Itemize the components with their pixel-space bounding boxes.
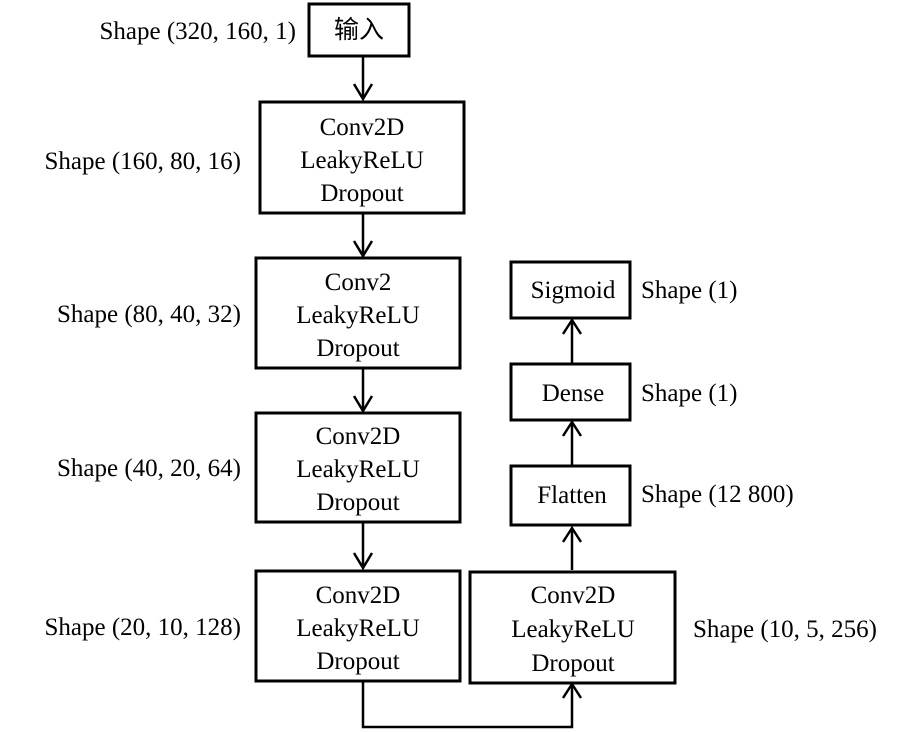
edge-input-conv1 bbox=[352, 56, 374, 102]
edge-conv3-conv4 bbox=[352, 522, 374, 571]
node-conv5-line1: Conv2D bbox=[531, 582, 616, 609]
shape-label-conv5: Shape (10, 5, 256) bbox=[693, 616, 877, 643]
shape-label-conv2: Shape (80, 40, 32) bbox=[57, 301, 241, 328]
node-flatten: Flatten bbox=[509, 464, 632, 527]
node-conv4-line3: Dropout bbox=[316, 648, 399, 675]
shape-label-conv1: Shape (160, 80, 16) bbox=[45, 148, 242, 175]
shape-label-sigmoid: Shape (1) bbox=[641, 277, 738, 304]
edge-flatten-dense bbox=[561, 419, 583, 466]
node-flatten-label: Flatten bbox=[537, 482, 607, 509]
shape-labels: Shape (320, 160, 1) Shape (160, 80, 16) … bbox=[45, 18, 878, 643]
node-conv1-line2: LeakyReLU bbox=[300, 147, 424, 174]
node-conv3-line1: Conv2D bbox=[316, 423, 401, 450]
node-conv1-line1: Conv2D bbox=[320, 114, 405, 141]
edge-conv2-conv3 bbox=[352, 368, 374, 414]
node-dense: Dense bbox=[509, 362, 632, 422]
edge-conv5-flatten bbox=[561, 525, 583, 570]
shape-label-flatten: Shape (12 800) bbox=[641, 481, 794, 508]
node-conv4: Conv2D LeakyReLU Dropout bbox=[254, 569, 462, 683]
shape-label-dense: Shape (1) bbox=[641, 380, 738, 407]
node-conv2-line3: Dropout bbox=[316, 335, 399, 362]
shape-label-conv4: Shape (20, 10, 128) bbox=[45, 614, 242, 641]
node-conv4-line1: Conv2D bbox=[316, 582, 401, 609]
node-sigmoid-label: Sigmoid bbox=[531, 277, 616, 304]
edges bbox=[352, 56, 583, 729]
node-input: 输入 bbox=[307, 2, 411, 58]
node-conv2-line2: LeakyReLU bbox=[296, 302, 420, 329]
node-conv3-line2: LeakyReLU bbox=[296, 456, 420, 483]
edge-conv4-conv5 bbox=[361, 681, 583, 729]
node-conv5-line3: Dropout bbox=[531, 650, 614, 677]
edge-dense-sigmoid bbox=[561, 317, 583, 364]
node-conv2: Conv2 LeakyReLU Dropout bbox=[254, 256, 462, 370]
node-conv5: Conv2D LeakyReLU Dropout bbox=[468, 570, 677, 685]
node-input-label: 输入 bbox=[334, 15, 384, 44]
node-conv1: Conv2D LeakyReLU Dropout bbox=[258, 100, 466, 215]
node-sigmoid: Sigmoid bbox=[509, 260, 632, 320]
node-conv3: Conv2D LeakyReLU Dropout bbox=[254, 411, 462, 524]
node-conv2-line1: Conv2 bbox=[325, 269, 392, 296]
shape-label-conv3: Shape (40, 20, 64) bbox=[57, 455, 241, 482]
edge-conv1-conv2 bbox=[352, 213, 374, 259]
node-conv5-line2: LeakyReLU bbox=[511, 616, 635, 643]
node-conv4-line2: LeakyReLU bbox=[296, 615, 420, 642]
node-conv1-line3: Dropout bbox=[320, 180, 403, 207]
node-conv3-line3: Dropout bbox=[316, 489, 399, 516]
node-dense-label: Dense bbox=[542, 380, 604, 407]
shape-label-input: Shape (320, 160, 1) bbox=[100, 18, 297, 45]
